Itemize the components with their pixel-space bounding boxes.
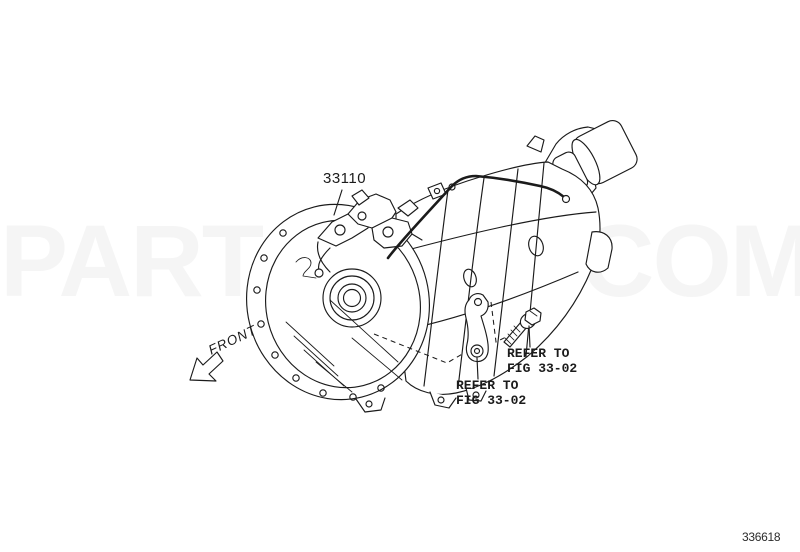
refer-note-line2: FIG 33-02 xyxy=(507,361,578,376)
dashed-leader-lines xyxy=(373,301,507,364)
refer-note-bracket: REFER TO FIG 33-02 xyxy=(456,378,526,408)
gear-case xyxy=(395,161,613,409)
refer-note-line2: FIG 33-02 xyxy=(456,393,527,408)
leader-refer-note-2 xyxy=(528,325,531,348)
callout-leader-33110 xyxy=(333,189,343,216)
shift-mechanism-cluster xyxy=(314,189,423,278)
leader-refer-note-1 xyxy=(476,357,479,380)
bell-housing xyxy=(246,203,430,413)
refer-note-bolt: REFER TO FIG 33-02 xyxy=(507,346,577,376)
part-number-callout[interactable]: 33110 xyxy=(323,170,367,187)
figure-number: 336618 xyxy=(742,530,781,544)
harness-cable xyxy=(386,174,571,260)
refer-note-line1: REFER TO xyxy=(456,378,519,393)
mount-bolt xyxy=(503,307,542,348)
front-direction-arrow-icon xyxy=(189,351,224,382)
refer-note-line1: REFER TO xyxy=(507,346,570,361)
mount-bracket xyxy=(464,293,489,363)
